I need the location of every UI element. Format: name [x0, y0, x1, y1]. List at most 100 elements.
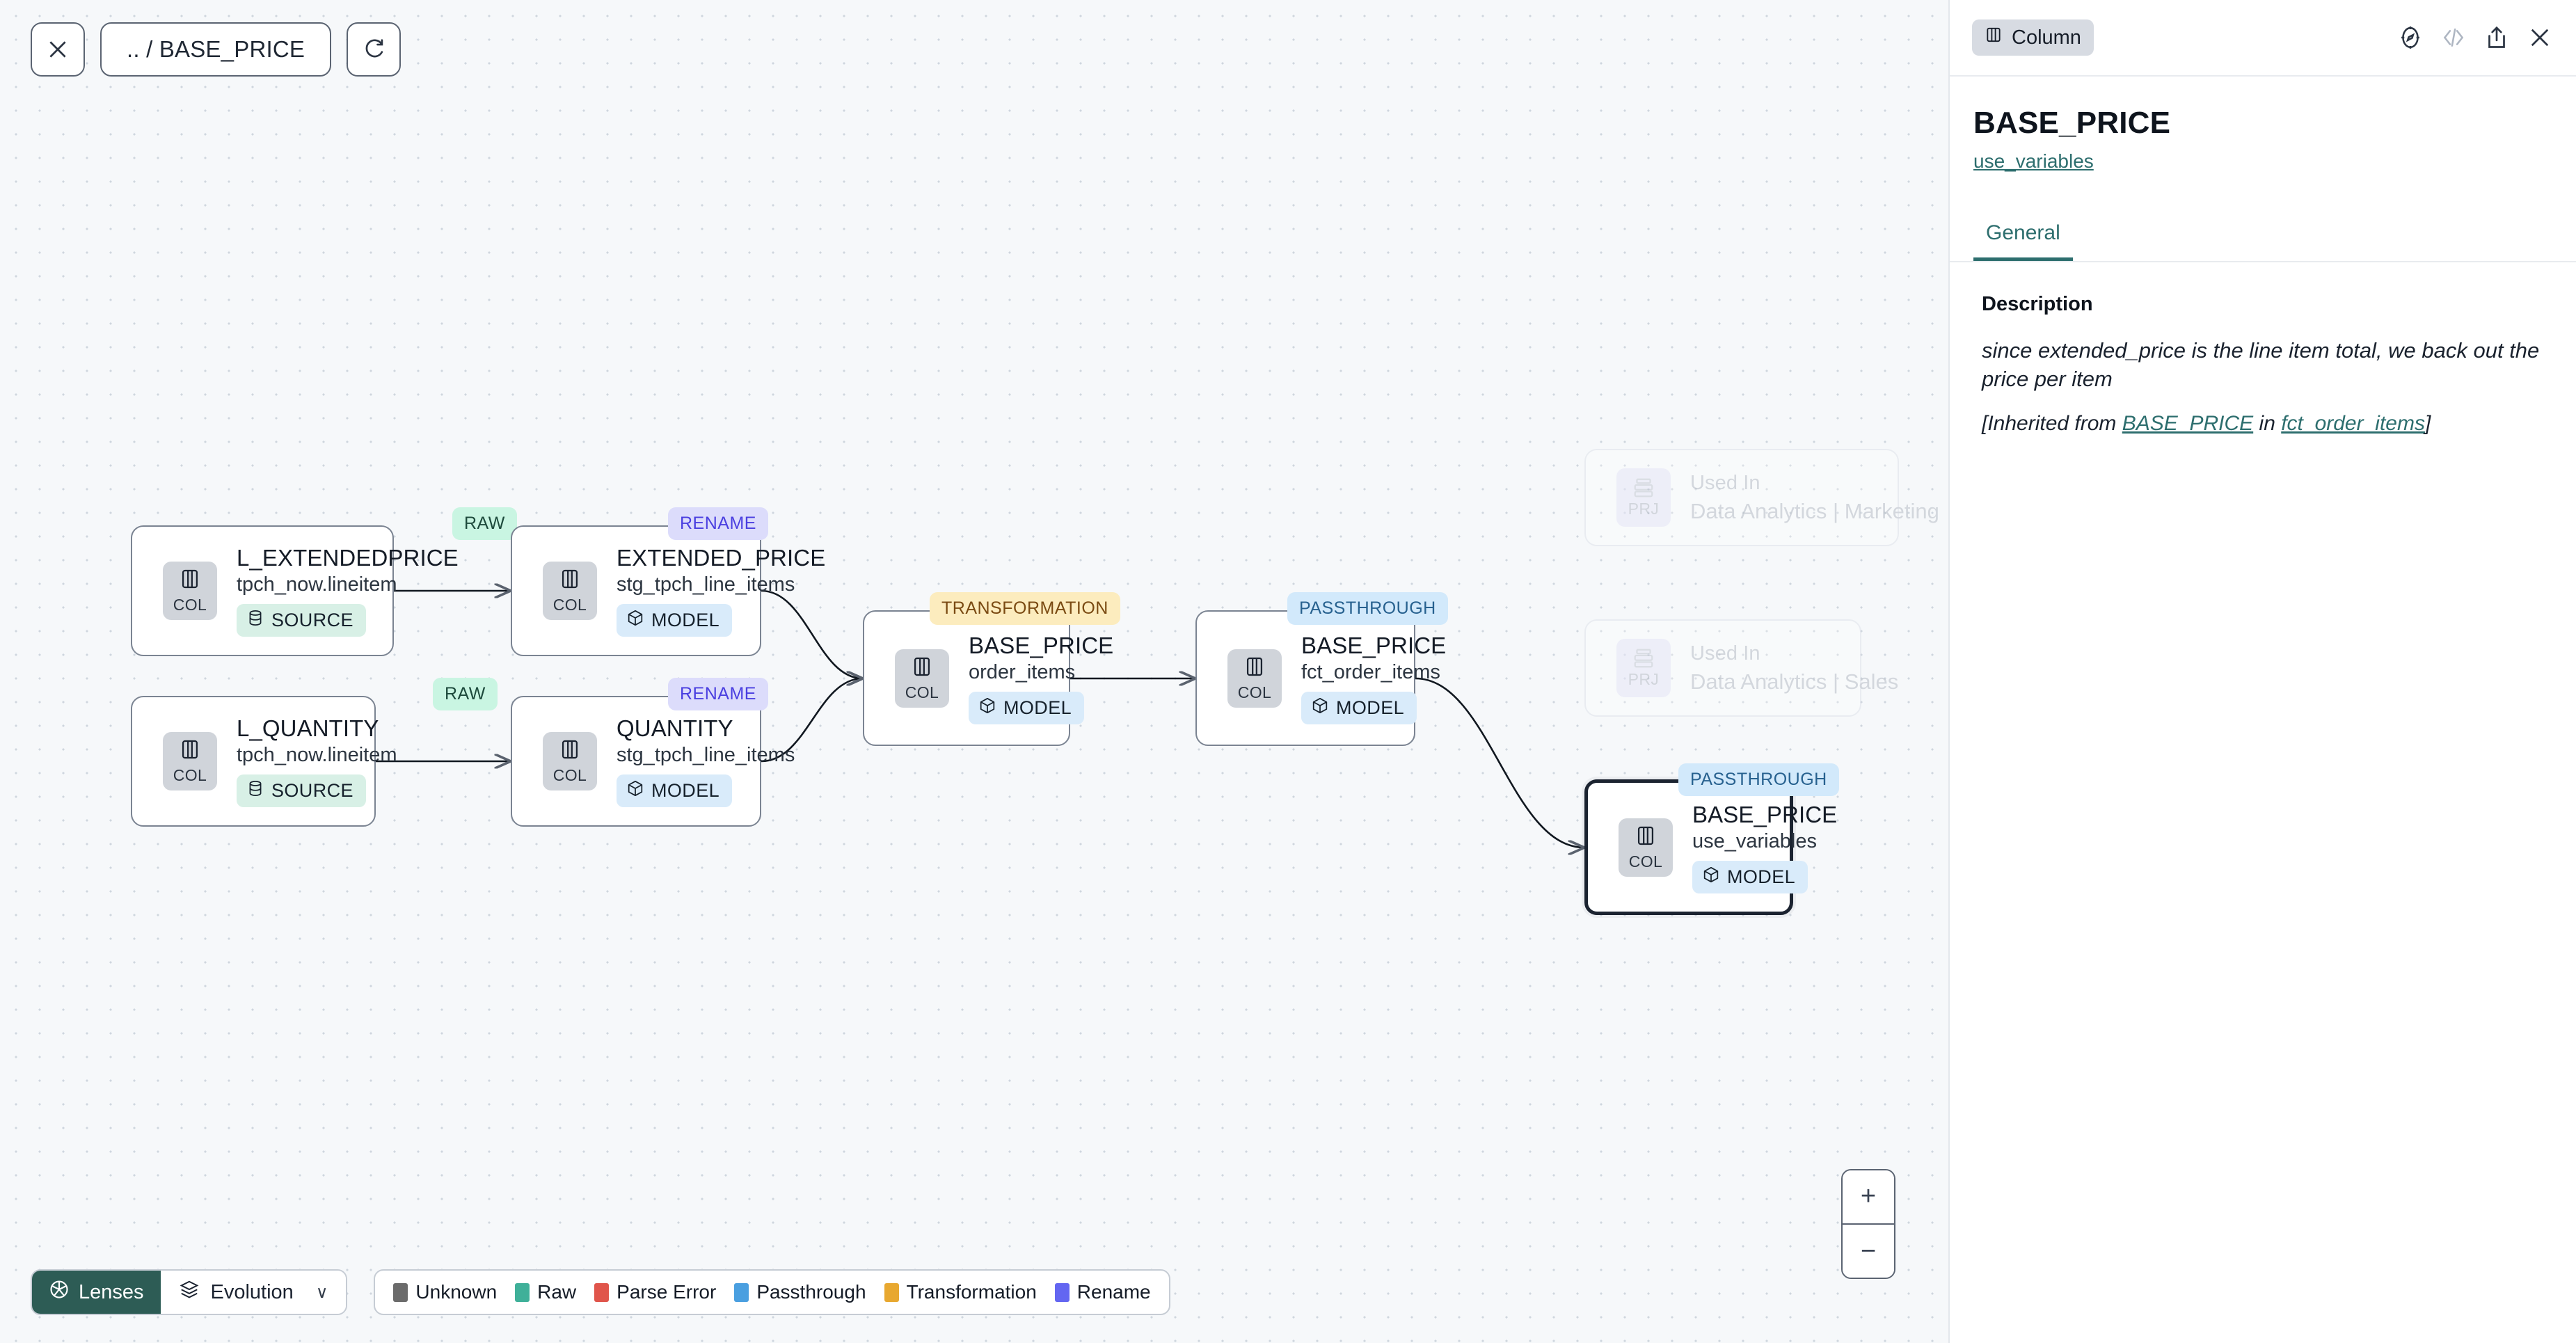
legend-item[interactable]: Transformation: [884, 1281, 1037, 1303]
inherited-model-link[interactable]: fct_order_items: [2281, 411, 2425, 435]
node-subtitle: order_items: [969, 660, 1076, 683]
node-subtitle: use_variables: [1692, 829, 1817, 852]
node-badge-raw: RAW: [433, 678, 498, 710]
lenses-group: Lenses Evolution ∨: [31, 1269, 348, 1315]
node-subtitle: stg_tpch_line_items: [617, 744, 795, 766]
node-title: L_QUANTITY: [237, 715, 379, 741]
aperture-icon: [49, 1279, 70, 1305]
share-icon[interactable]: [2484, 25, 2509, 50]
page-title: BASE_PRICE: [1973, 106, 2171, 140]
entity-type-chip[interactable]: Column: [1972, 19, 2094, 56]
canvas-toolbar: .. / BASE_PRICE: [31, 22, 401, 77]
node-icon-label: COL: [173, 766, 207, 784]
database-icon: [246, 779, 264, 802]
project-icon-box: PRJ: [1616, 639, 1671, 697]
used-in-node[interactable]: PRJ Used In Data Analytics | Marketing: [1584, 449, 1939, 546]
column-icon-box: COL: [163, 732, 217, 790]
used-in-title: Used In: [1690, 642, 1760, 665]
panel-header: Column: [1950, 0, 2576, 77]
node-title: QUANTITY: [617, 715, 733, 741]
close-icon: [46, 38, 70, 61]
inherited-suffix: ]: [2424, 411, 2431, 435]
close-panel-icon[interactable]: [2527, 25, 2552, 50]
legend-label: Parse Error: [617, 1281, 717, 1303]
node-tag-model: MODEL: [617, 774, 733, 807]
node-title: BASE_PRICE: [1301, 632, 1447, 658]
bottom-toolbar: Lenses Evolution ∨ Unknown Raw Parse Error…: [31, 1269, 1170, 1315]
description-text: since extended_price is the line item to…: [1982, 338, 2540, 391]
legend-item[interactable]: Raw: [515, 1281, 576, 1303]
tab-general[interactable]: General: [1973, 214, 2073, 261]
legend-item[interactable]: Rename: [1054, 1281, 1151, 1303]
used-in-subtitle: Data Analytics | Sales: [1690, 669, 1899, 694]
evolution-dropdown[interactable]: Evolution ∨: [160, 1271, 347, 1314]
legend-item[interactable]: Parse Error: [594, 1281, 716, 1303]
column-icon: [1243, 655, 1266, 682]
inherited-column-link[interactable]: BASE_PRICE: [2122, 411, 2254, 435]
node-icon-label: COL: [1237, 683, 1272, 701]
cube-icon: [626, 779, 644, 802]
node-title: BASE_PRICE: [1692, 801, 1838, 827]
node-icon-label: COL: [173, 596, 207, 614]
legend-swatch: [884, 1282, 899, 1302]
column-icon-box: COL: [1227, 649, 1282, 708]
panel-header-icons: [2398, 25, 2552, 50]
node-title: EXTENDED_PRICE: [617, 545, 826, 571]
node-tag-model: MODEL: [1692, 860, 1808, 893]
compass-icon[interactable]: [2398, 25, 2423, 50]
close-canvas-button[interactable]: [31, 22, 85, 77]
node-badge-passthrough: PASSTHROUGH: [1287, 592, 1448, 625]
column-icon-box: COL: [1619, 818, 1673, 877]
column-icon: [558, 567, 582, 594]
node-title: L_EXTENDEDPRICE: [237, 545, 459, 571]
legend-swatch: [515, 1282, 530, 1302]
node-tag-source: SOURCE: [237, 774, 366, 807]
legend-item[interactable]: Passthrough: [734, 1281, 866, 1303]
lineage-canvas[interactable]: PRJ Used In Data Analytics | Marketing P…: [0, 0, 1948, 1343]
refresh-button[interactable]: [347, 22, 401, 77]
chevron-down-icon[interactable]: ∨: [315, 1282, 328, 1302]
used-in-subtitle: Data Analytics | Marketing: [1690, 498, 1939, 523]
details-panel: Column: [1948, 0, 2576, 1343]
column-icon-box: COL: [543, 562, 597, 620]
node-badge-rename: RENAME: [668, 678, 768, 710]
column-icon: [558, 738, 582, 765]
node-icon-label: COL: [552, 596, 587, 614]
column-icon-box: COL: [895, 649, 949, 708]
node-icon-label: COL: [905, 683, 939, 701]
lenses-button[interactable]: Lenses: [32, 1271, 161, 1314]
legend-swatch: [594, 1282, 610, 1302]
column-icon: [178, 567, 202, 594]
legend-swatch: [393, 1282, 408, 1302]
node-subtitle: fct_order_items: [1301, 660, 1440, 683]
column-icon-box: COL: [163, 562, 217, 620]
zoom-in-button[interactable]: +: [1843, 1170, 1894, 1223]
column-icon: [1634, 824, 1657, 851]
breadcrumb-button[interactable]: .. / BASE_PRICE: [100, 22, 332, 77]
node-title: BASE_PRICE: [969, 632, 1114, 658]
cube-icon: [1311, 697, 1329, 720]
project-icon-box: PRJ: [1616, 468, 1671, 527]
node-tag-model: MODEL: [1301, 691, 1417, 724]
layers-icon: [179, 1279, 200, 1305]
zoom-out-button[interactable]: −: [1843, 1225, 1894, 1278]
node-icon-label: PRJ: [1628, 669, 1660, 688]
parent-model-link[interactable]: use_variables: [1973, 150, 2094, 172]
node-icon-label: COL: [552, 766, 587, 784]
column-icon-box: COL: [543, 732, 597, 790]
panel-tabs: General: [1950, 214, 2576, 262]
lenses-label: Lenses: [79, 1280, 144, 1303]
code-icon[interactable]: [2441, 25, 2466, 50]
zoom-controls[interactable]: + −: [1841, 1169, 1895, 1279]
legend-label: Raw: [537, 1281, 577, 1303]
used-in-node[interactable]: PRJ Used In Data Analytics | Sales: [1584, 619, 1898, 717]
used-in-title: Used In: [1690, 471, 1760, 494]
legend-item[interactable]: Unknown: [393, 1281, 497, 1303]
